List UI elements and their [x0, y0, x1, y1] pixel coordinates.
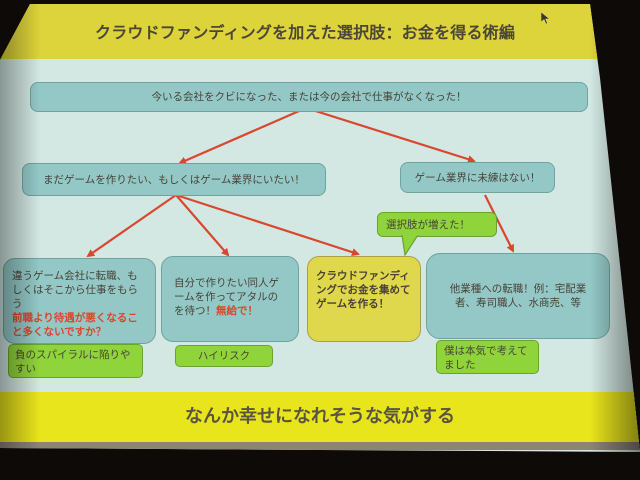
screen-bottom-edge — [0, 442, 640, 450]
node-option-transfer-text: 違うゲーム会社に転職、もしくはそこから仕事をもらう — [12, 270, 138, 310]
node-root: 今いる会社をクビになった、または今の会社で仕事がなくなった！ — [30, 82, 588, 112]
node-option-other-industry: 他業種への転職！例：宅配業者、寿司職人、水商売、等 — [426, 253, 610, 339]
node-right-branch-text: ゲーム業界に未練はない！ — [414, 171, 541, 184]
node-root-text: 今いる会社をクビになった、または今の会社で仕事がなくなった！ — [151, 91, 467, 103]
arrow-root-to-left — [178, 106, 307, 165]
node-option-doujin-emphasis: 無給で！ — [216, 305, 258, 317]
node-right-branch: ゲーム業界に未練はない！ — [400, 162, 555, 193]
node-option-other-industry-text: 他業種への転職！例：宅配業者、寿司職人、水商売、等 — [449, 283, 587, 309]
note-choices-increased-text: 選択肢が増えた！ — [386, 219, 470, 231]
title-band — [0, 4, 640, 59]
arrow-left-to-doujin — [175, 194, 230, 257]
node-option-doujin: 自分で作りたい同人ゲームを作ってアタルのを待つ！無給で！ — [161, 256, 299, 342]
arrow-left-to-transfer — [86, 194, 177, 258]
note-was-serious: 僕は本気で考えてました — [436, 340, 539, 374]
node-option-transfer-emphasis: 前職より待遇が悪くなること多くないですか？ — [12, 312, 138, 338]
speech-bubble-tail — [401, 235, 420, 257]
node-option-doujin-text: 自分で作りたい同人ゲームを作ってアタルのを待つ！ — [174, 277, 279, 317]
footer-band — [0, 392, 640, 442]
note-choices-increased: 選択肢が増えた！ — [377, 212, 497, 237]
node-option-crowdfunding: クラウドファンディングでお金を集めてゲームを作る！ — [307, 256, 421, 342]
slide-title: クラウドファンディングを加えた選択肢：お金を得る術編 — [95, 23, 516, 42]
note-negative-spiral-text: 負のスパイラルに陥りやすい — [15, 349, 131, 375]
node-left-branch: まだゲームを作りたい、もしくはゲーム業界にいたい！ — [22, 163, 326, 196]
node-option-transfer: 違うゲーム会社に転職、もしくはそこから仕事をもらう 前職より待遇が悪くなること多… — [3, 258, 156, 344]
mouse-pointer-icon — [541, 12, 550, 24]
footer-message: なんか幸せになれそうな気がする — [185, 406, 455, 427]
note-was-serious-text: 僕は本気で考えてました — [444, 345, 528, 371]
note-negative-spiral: 負のスパイラルに陥りやすい — [8, 344, 143, 378]
arrow-root-to-right — [305, 106, 476, 164]
note-high-risk: ハイリスク — [175, 345, 273, 367]
note-high-risk-text: ハイリスク — [197, 350, 251, 362]
node-left-branch-text: まだゲームを作りたい、もしくはゲーム業界にいたい！ — [43, 173, 305, 186]
node-option-crowdfunding-text: クラウドファンディングでお金を集めてゲームを作る！ — [316, 270, 411, 310]
arrow-left-to-crowdfunding — [175, 193, 360, 256]
